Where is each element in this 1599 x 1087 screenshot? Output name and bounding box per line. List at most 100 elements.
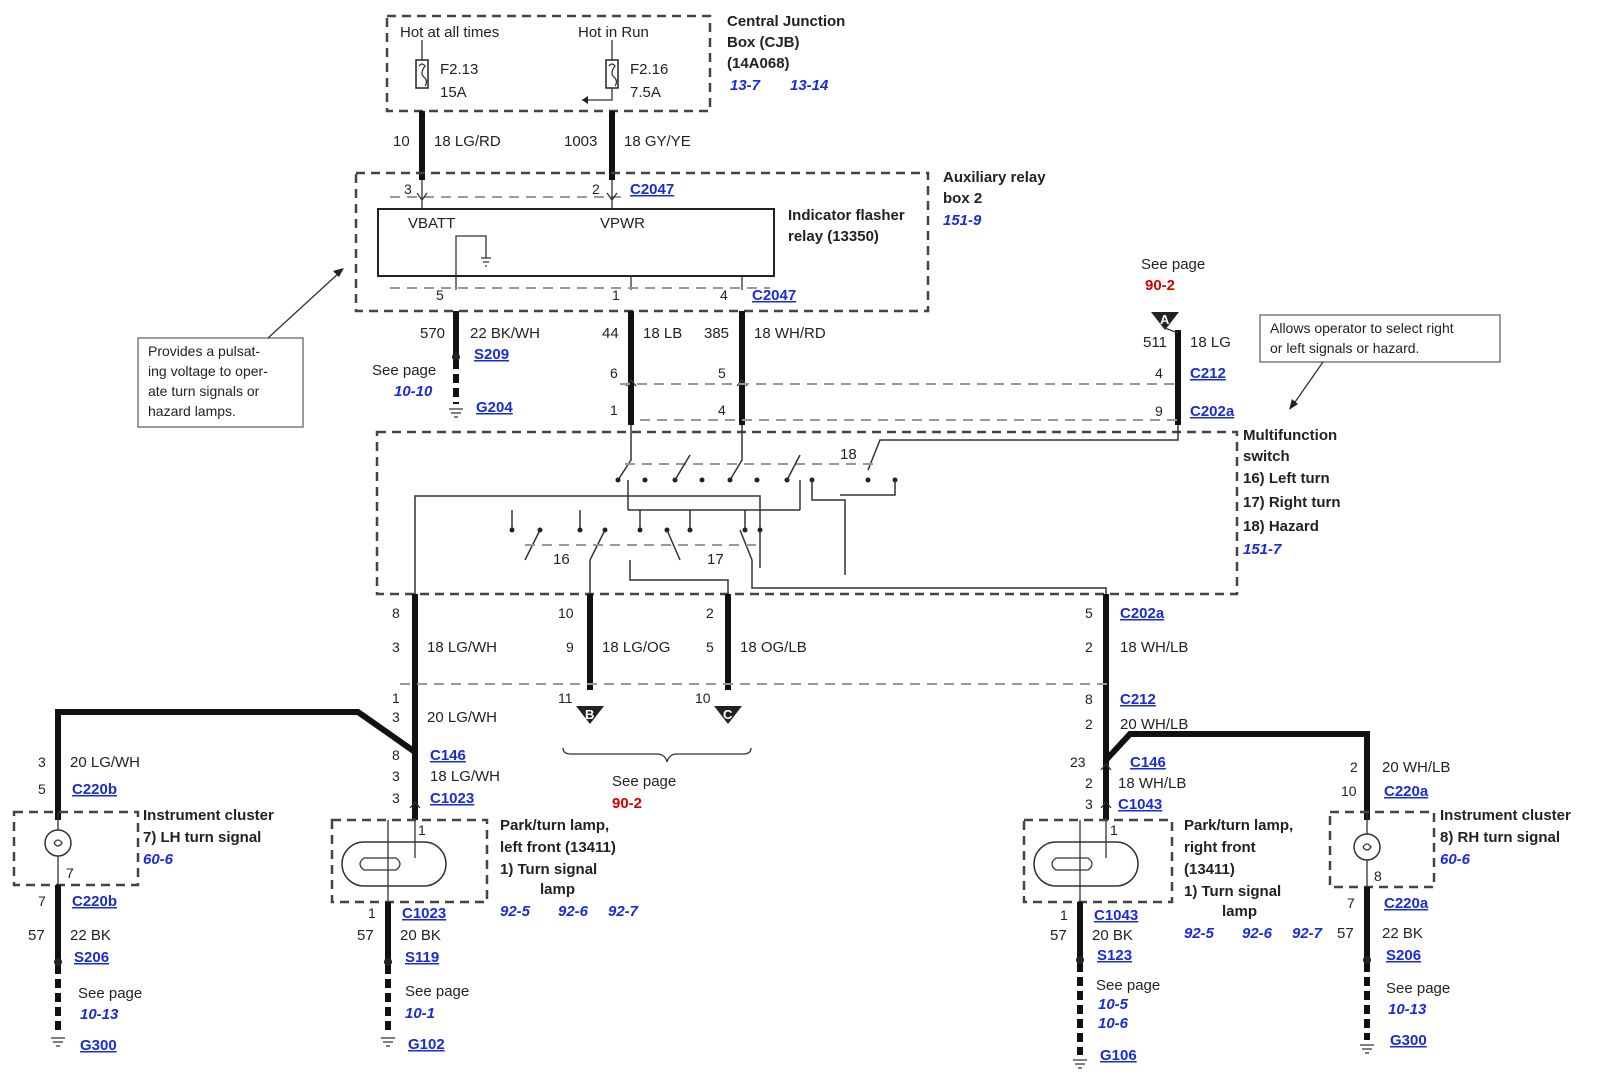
connector-c220b-bottom[interactable]: C220b <box>72 893 117 910</box>
callout-left-line-2: ing voltage to oper- <box>148 363 268 379</box>
lh-instrument-cluster: 3 20 LG/WH 5 C220b 7 Instrument cluster … <box>12 754 274 1054</box>
connector-c1023-top[interactable]: C1023 <box>430 790 474 807</box>
connector-c202a-top[interactable]: C202a <box>1190 403 1235 420</box>
connector-c1023-bottom[interactable]: C1023 <box>402 905 446 922</box>
g106-see-page: See page <box>1096 977 1160 994</box>
g106-page-ref-1[interactable]: 10-5 <box>1098 996 1129 1013</box>
ground-g300-left-icon <box>51 1037 65 1047</box>
mf-title-2: switch <box>1243 448 1290 465</box>
connector-c-icon[interactable] <box>714 706 742 724</box>
c146-pin-23: 23 <box>1070 754 1086 770</box>
ground-g204[interactable]: G204 <box>476 399 513 416</box>
ground-g106-icon <box>1073 1059 1087 1069</box>
connector-c2047-bottom[interactable]: C2047 <box>752 287 796 304</box>
ground-g300-right[interactable]: G300 <box>1390 1032 1427 1049</box>
aux-title-2: box 2 <box>943 190 982 207</box>
connector-c220a-top[interactable]: C220a <box>1384 783 1429 800</box>
auxiliary-relay-box: 3 2 C2047 VBATT VPWR 5 1 4 C2047 Indicat… <box>354 169 1046 313</box>
splice-s206-right[interactable]: S206 <box>1386 947 1421 964</box>
multifunction-switch: Multifunction switch 16) Left turn 17) R… <box>375 425 1341 596</box>
c202a-pin-1: 1 <box>610 402 618 418</box>
connector-a-branch: See page 90-2 A 511 18 LG 4 C212 9 C202a <box>640 256 1235 425</box>
g204-page-ref[interactable]: 10-10 <box>394 383 433 400</box>
connector-c220a-bottom[interactable]: C220a <box>1384 895 1429 912</box>
splice-s119[interactable]: S119 <box>405 949 439 966</box>
g106-page-ref-2[interactable]: 10-6 <box>1098 1015 1129 1032</box>
relay-title-2: relay (13350) <box>788 228 879 245</box>
flasher-output-wires: 44 18 LB 385 18 WH/RD 6 5 1 4 <box>602 311 1180 425</box>
switch-contact-network <box>414 425 1179 594</box>
connector-b-letter: B <box>585 707 594 722</box>
rf-lamp-ref-2[interactable]: 92-6 <box>1242 925 1273 942</box>
rf-lamp-ref-3[interactable]: 92-7 <box>1292 925 1323 942</box>
lf-lamp-bulb-icon <box>341 841 447 887</box>
connector-c212-top[interactable]: C212 <box>1190 365 1226 382</box>
ground-g106[interactable]: G106 <box>1100 1047 1137 1064</box>
aux-pin-2: 2 <box>592 181 600 197</box>
lh-gnd-circuit: 57 <box>28 927 45 944</box>
wire-20whlb-spec: 20 WH/LB <box>1120 716 1188 733</box>
connector-c146-right[interactable]: C146 <box>1130 754 1166 771</box>
rh-gnd-spec: 22 BK <box>1382 925 1423 942</box>
lf-gnd-circuit: 57 <box>357 927 374 944</box>
cjb-ref-2[interactable]: 13-14 <box>790 77 829 94</box>
bc-page-ref[interactable]: 90-2 <box>612 795 642 812</box>
connector-c1043-bottom[interactable]: C1043 <box>1094 907 1138 924</box>
rf-lamp-bulb-icon <box>1033 841 1139 887</box>
connector-c2047-top[interactable]: C2047 <box>630 181 674 198</box>
c1043-pin-3: 3 <box>1085 796 1093 812</box>
wire-1003-circuit: 1003 <box>564 133 597 150</box>
lh-wire-spec: 20 LG/WH <box>70 754 140 771</box>
g300-right-see-page: See page <box>1386 980 1450 997</box>
wire-lh-cluster <box>55 709 417 820</box>
ground-g300-left[interactable]: G300 <box>80 1037 117 1054</box>
connector-c146-left[interactable]: C146 <box>430 747 466 764</box>
callout-switch-note: Allows operator to select right or left … <box>1259 314 1501 410</box>
wire-10-circuit: 10 <box>393 133 410 150</box>
connector-c220b-top[interactable]: C220b <box>72 781 117 798</box>
g300-right-page-ref[interactable]: 10-13 <box>1388 1001 1427 1018</box>
rh-wire-pin: 2 <box>1085 716 1093 732</box>
cjb-title-1: Central Junction <box>727 13 845 30</box>
splice-s209[interactable]: S209 <box>474 346 509 363</box>
c212-pin-3: 3 <box>392 639 400 655</box>
connector-c212-bottom[interactable]: C212 <box>1120 691 1156 708</box>
conn-a-page-ref[interactable]: 90-2 <box>1145 277 1175 294</box>
aux-box-outline <box>354 171 930 313</box>
ground-g300-right-icon <box>1360 1044 1374 1054</box>
cjb-ref-1[interactable]: 13-7 <box>730 77 761 94</box>
g102-page-ref[interactable]: 10-1 <box>405 1005 435 1022</box>
ground-g102-icon <box>381 1037 395 1047</box>
g300-left-page-ref[interactable]: 10-13 <box>80 1006 119 1023</box>
left-front-lamp-circuit: 1 3 20 LG/WH 8 C146 3 18 LG/WH 3 C1023 1… <box>55 690 639 1053</box>
connector-c202a-bottom[interactable]: C202a <box>1120 605 1165 622</box>
splice-s123[interactable]: S123 <box>1097 947 1132 964</box>
rf-lamp-item-2: lamp <box>1222 903 1257 920</box>
wire-lgog-spec: 18 LG/OG <box>602 639 670 656</box>
cjb-title-2: Box (CJB) <box>727 34 800 51</box>
splice-s206-left[interactable]: S206 <box>74 949 109 966</box>
lf-lamp-ref-3[interactable]: 92-7 <box>608 903 639 920</box>
conn-c-pin: 10 <box>695 690 711 706</box>
c1023-pin-3: 3 <box>392 790 400 806</box>
lh-cluster-ref[interactable]: 60-6 <box>143 851 174 868</box>
mf-ref[interactable]: 151-7 <box>1243 541 1282 558</box>
aux-ref[interactable]: 151-9 <box>943 212 982 229</box>
switch-label-18: 18 <box>840 446 857 463</box>
callout-right-line-2: or left signals or hazard. <box>1270 340 1419 356</box>
lf-lamp-ref-1[interactable]: 92-5 <box>500 903 531 920</box>
wire-511-circuit: 511 <box>1143 334 1167 351</box>
mf-item-left-turn: 16) Left turn <box>1243 470 1330 487</box>
connector-c1043-top[interactable]: C1043 <box>1118 796 1162 813</box>
ground-branch-g204: 570 22 BK/WH S209 See page 10-10 G204 <box>372 311 540 418</box>
rf-lamp-ref-1[interactable]: 92-5 <box>1184 925 1215 942</box>
rh-cluster-ref[interactable]: 60-6 <box>1440 851 1471 868</box>
ground-g102[interactable]: G102 <box>408 1036 445 1053</box>
conn-a-see-page: See page <box>1141 256 1205 273</box>
connector-a-icon[interactable] <box>1151 312 1179 330</box>
rf-lamp-item-1: 1) Turn signal <box>1184 883 1281 900</box>
rh-inner-pin: 8 <box>1374 868 1382 884</box>
connector-b-icon[interactable] <box>576 706 604 724</box>
lf-lamp-ref-2[interactable]: 92-6 <box>558 903 589 920</box>
